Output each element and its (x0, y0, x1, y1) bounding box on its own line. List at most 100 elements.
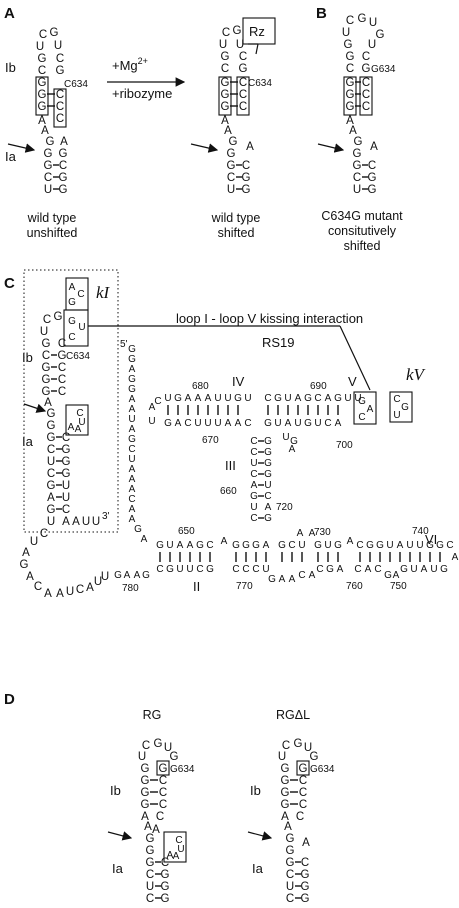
svg-text:G: G (239, 63, 248, 75)
position-g634: G634 (371, 64, 396, 75)
svg-text:C: C (242, 564, 249, 575)
svg-text:A: A (452, 552, 459, 563)
stem-ii-vi-bonds (159, 552, 441, 562)
svg-text:C: C (56, 53, 64, 65)
svg-text:A: A (265, 502, 272, 513)
panel-label-d: D (4, 691, 15, 708)
svg-text:C: C (47, 468, 55, 480)
svg-text:II: II (193, 579, 200, 594)
svg-text:C: C (58, 374, 66, 386)
svg-text:U: U (194, 418, 201, 429)
svg-text:C: C (299, 787, 307, 799)
svg-text:C: C (34, 581, 42, 593)
svg-text:C: C (299, 775, 307, 787)
svg-text:G: G (221, 77, 230, 89)
svg-text:U: U (92, 516, 100, 528)
svg-text:G: G (252, 540, 260, 551)
hairpin-unshifted: C G U U G C Ib C G C634 G G C G C C A A … (5, 27, 88, 196)
svg-text:A: A (337, 564, 344, 575)
svg-text:G: G (358, 13, 367, 25)
svg-text:G: G (59, 184, 68, 196)
svg-text:U: U (274, 418, 281, 429)
svg-text:G: G (368, 184, 377, 196)
svg-text:A: A (124, 570, 131, 581)
svg-text:C: C (76, 408, 83, 419)
svg-text:U: U (164, 393, 171, 404)
svg-text:III: III (225, 458, 236, 473)
svg-text:G: G (301, 881, 310, 893)
svg-text:670: 670 (202, 435, 219, 446)
svg-text:G: G (46, 136, 55, 148)
svg-text:G: G (401, 402, 409, 413)
svg-text:C: C (244, 418, 251, 429)
svg-text:G: G (47, 408, 56, 420)
svg-text:C: C (250, 436, 257, 447)
svg-text:U: U (286, 881, 294, 893)
svg-text:U: U (264, 480, 271, 491)
svg-text:Ib: Ib (110, 783, 121, 798)
svg-text:G: G (362, 63, 371, 75)
svg-text:U: U (298, 540, 305, 551)
svg-text:U: U (128, 454, 135, 465)
svg-text:C: C (44, 172, 52, 184)
kissing-label: loop I - loop V kissing interaction (176, 311, 363, 326)
svg-text:C: C (206, 540, 213, 551)
svg-text:G: G (142, 570, 150, 581)
svg-text:A: A (284, 821, 292, 833)
svg-text:U: U (62, 492, 70, 504)
svg-text:U: U (250, 458, 257, 469)
svg-text:G: G (44, 160, 53, 172)
svg-text:A: A (221, 536, 228, 547)
svg-text:G: G (358, 396, 366, 407)
svg-text:G: G (141, 775, 150, 787)
svg-text:A: A (365, 564, 372, 575)
svg-text:C: C (76, 584, 84, 596)
svg-text:U: U (40, 326, 48, 338)
svg-text:G: G (146, 845, 155, 857)
svg-text:U: U (148, 416, 155, 427)
svg-text:A: A (22, 547, 30, 559)
svg-text:G: G (47, 480, 56, 492)
svg-text:G: G (59, 148, 68, 160)
svg-text:C: C (282, 740, 290, 752)
svg-text:C: C (250, 447, 257, 458)
svg-text:U: U (224, 393, 231, 404)
panel-label-a: A (4, 5, 15, 22)
svg-text:A: A (175, 418, 182, 429)
svg-text:C: C (62, 504, 70, 516)
svg-text:U: U (416, 540, 423, 551)
svg-text:U: U (78, 417, 85, 428)
svg-text:G: G (227, 148, 236, 160)
svg-text:C: C (346, 15, 354, 27)
svg-text:G: G (426, 540, 434, 551)
svg-text:G: G (161, 869, 170, 881)
svg-text:C: C (77, 289, 84, 300)
svg-text:A: A (309, 528, 316, 539)
svg-text:G: G (42, 374, 51, 386)
svg-text:C: C (393, 394, 400, 405)
position-c634: C634 (64, 79, 88, 90)
svg-text:G: G (281, 763, 290, 775)
svg-text:A: A (141, 534, 148, 545)
svg-text:G: G (62, 444, 71, 456)
svg-text:G: G (154, 738, 163, 750)
svg-text:A: A (56, 588, 64, 600)
svg-text:A: A (47, 492, 55, 504)
panel-label-b: B (316, 5, 327, 22)
svg-text:750: 750 (390, 581, 407, 592)
svg-text:U: U (342, 27, 350, 39)
svg-text:Ia: Ia (252, 861, 264, 876)
svg-text:G: G (54, 311, 63, 323)
svg-text:G: G (314, 540, 322, 551)
svg-text:G: G (38, 101, 47, 113)
svg-text:C: C (159, 775, 167, 787)
svg-text:G: G (353, 160, 362, 172)
svg-text:G: G (242, 540, 250, 551)
svg-text:G: G (221, 51, 230, 63)
svg-text:C: C (368, 160, 376, 172)
svg-text:A: A (38, 115, 46, 127)
svg-text:U: U (177, 844, 184, 855)
svg-text:G634: G634 (170, 764, 195, 775)
svg-text:C: C (159, 787, 167, 799)
